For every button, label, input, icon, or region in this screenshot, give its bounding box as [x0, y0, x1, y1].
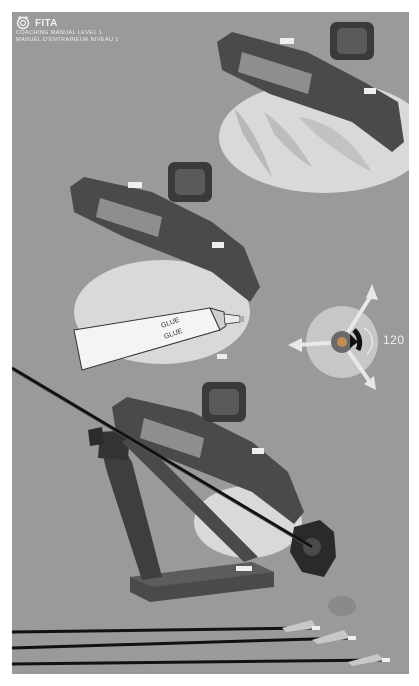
fletching-jig-middle: GLUE GLUE [70, 162, 260, 370]
arrow-shaft-1 [12, 628, 312, 632]
arrow-vane-1 [282, 620, 316, 632]
manual-illustration-page: FITA Coaching Manual Level 1 Manuel d'En… [12, 12, 409, 674]
glue-tube-nozzle [224, 314, 240, 324]
illustration-canvas: GLUE GLUE [12, 12, 409, 674]
arrow-shaft-3 [12, 660, 382, 664]
arrow-vane-2 [312, 630, 350, 644]
glue-tube-cap [217, 354, 227, 359]
fletching-jig-stand [12, 368, 356, 616]
arrowhead-left-icon [288, 338, 302, 352]
arrowhead-up-icon [366, 284, 378, 300]
angle-label: 120 [383, 333, 405, 347]
finished-arrows [12, 620, 390, 666]
fletching-jig-top [217, 22, 409, 193]
fletching-angle-indicator [288, 284, 378, 390]
arrow-shaft-2 [12, 638, 348, 648]
